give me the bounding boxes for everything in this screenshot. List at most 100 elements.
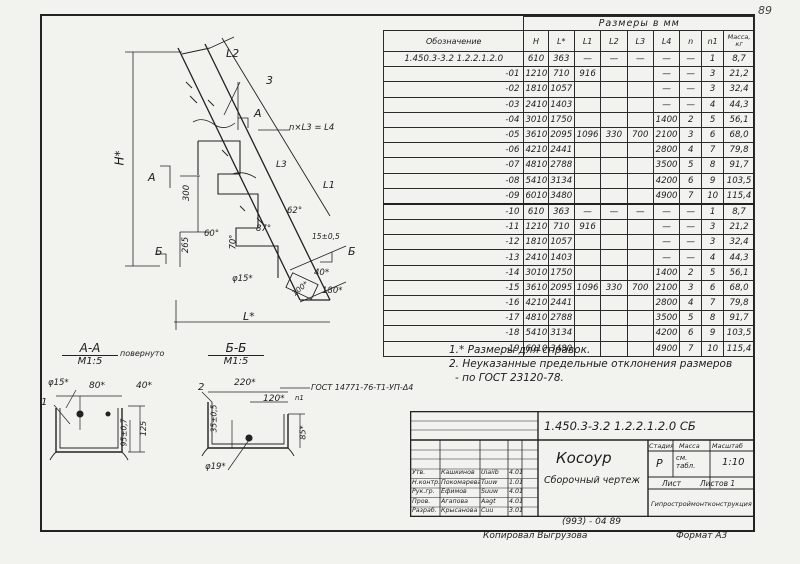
table-cell (600, 187, 628, 205)
table-cell: 4210 (523, 294, 549, 312)
table-cell (626, 325, 654, 342)
table-cell: 710 (547, 66, 575, 83)
signature-role: Пров. (412, 497, 431, 505)
section-bb-part2: 2 (198, 382, 205, 393)
table-cell: — (679, 96, 703, 113)
signature-sign: Aagt (481, 497, 496, 505)
table-cell (573, 157, 602, 174)
signature-date: 4.01 (509, 469, 522, 476)
table-cell: 6 (701, 126, 725, 144)
designation-cell: -07 (382, 157, 525, 174)
table-cell: 3610 (523, 279, 549, 297)
table-cell: — (652, 81, 681, 98)
signature-name: Кашкинов (441, 469, 475, 476)
table-cell: 2410 (523, 96, 549, 113)
table-cell: 2800 (652, 142, 681, 159)
table-cell: 3500 (652, 310, 681, 327)
table-caption-row: Размеры в мм (383, 16, 755, 31)
table-cell: 4 (701, 249, 725, 266)
label-L3: L3 (276, 160, 287, 170)
label-40: 40* (314, 268, 330, 278)
table-cell: — (679, 219, 703, 236)
table-cell (626, 96, 654, 113)
org-name: Гипростроймонтконструкция (651, 500, 752, 508)
col-header: L2 (600, 30, 628, 52)
label-87deg: 87° (256, 224, 272, 234)
designation-cell: -01 (382, 66, 525, 83)
table-cell: 2800 (652, 294, 681, 312)
table-cell: 2441 (547, 142, 575, 159)
table-cell: 1210 (523, 66, 549, 83)
table-cell: — (626, 202, 654, 221)
table-cell (600, 81, 628, 98)
table-cell: 5 (679, 157, 703, 174)
table-cell: 8,7 (723, 50, 755, 68)
table-cell: 3 (701, 66, 725, 83)
col-header: L1 (573, 30, 602, 52)
signature-sign: Uiaiib (481, 469, 499, 476)
table-cell: 4 (679, 294, 703, 312)
table-cell: 3134 (547, 325, 575, 342)
table-cell (626, 172, 654, 189)
table-cell: 3500 (652, 157, 681, 174)
label-part3: 3 (266, 74, 273, 87)
table-cell: 8,7 (723, 202, 755, 221)
table-cell: 6 (679, 172, 703, 189)
table-cell: 3 (701, 81, 725, 98)
note-1: 1.* Размеры для справок. (449, 344, 591, 356)
table-cell: 68,0 (723, 126, 755, 144)
table-header-row: Обозначение Н L* L1 L2 L3 L4 n n1 Масса,… (382, 30, 755, 52)
table-cell: 4 (679, 142, 703, 159)
section-bb-name: Б-Б (208, 341, 264, 356)
table-cell: 3610 (523, 126, 549, 144)
table-cell: — (652, 66, 681, 83)
section-aa-phi15: φ15* (48, 378, 69, 388)
designation-cell: -11 (382, 219, 525, 236)
table-cell (573, 325, 602, 342)
table-cell: 10 (701, 340, 725, 357)
table-cell (626, 187, 654, 205)
table-cell: 1210 (523, 219, 549, 236)
table-cell: 7 (679, 340, 703, 357)
table-cell: — (600, 50, 628, 68)
table-cell: 8 (701, 310, 725, 327)
designation-cell: -19 (382, 340, 525, 357)
signature-date: 4.01 (509, 497, 522, 505)
table-cell (626, 81, 654, 98)
table-cell: 103,5 (723, 325, 755, 342)
table-cell (626, 264, 654, 281)
table-cell: 3480 (547, 187, 575, 205)
table-cell: 68,0 (723, 279, 755, 297)
label-L1: L1 (323, 180, 335, 191)
table-cell (626, 66, 654, 83)
label-L: L* (243, 310, 255, 323)
col-header: Н (523, 30, 549, 52)
date-stamp: (993) - 04 89 (562, 517, 621, 527)
table-cell: 1400 (652, 264, 681, 281)
table-cell (600, 219, 628, 236)
designation-cell: -10 (382, 202, 525, 221)
table-cell: 44,3 (723, 249, 755, 266)
sheet-label: Лист (662, 479, 682, 488)
table-cell (600, 264, 628, 281)
table-cell: 6 (679, 325, 703, 342)
label-nL3: n×L3 = L4 (289, 123, 335, 133)
table-cell: 79,8 (723, 294, 755, 312)
table-cell (600, 325, 628, 342)
title-block: 1.450.3-3.2 1.2.2.1.2.0 СБ Косоур Сбороч… (410, 411, 755, 517)
table-cell: 91,7 (723, 157, 755, 174)
table-cell: 4810 (523, 157, 549, 174)
table-cell: — (679, 249, 703, 266)
table-cell: 3 (701, 234, 725, 251)
